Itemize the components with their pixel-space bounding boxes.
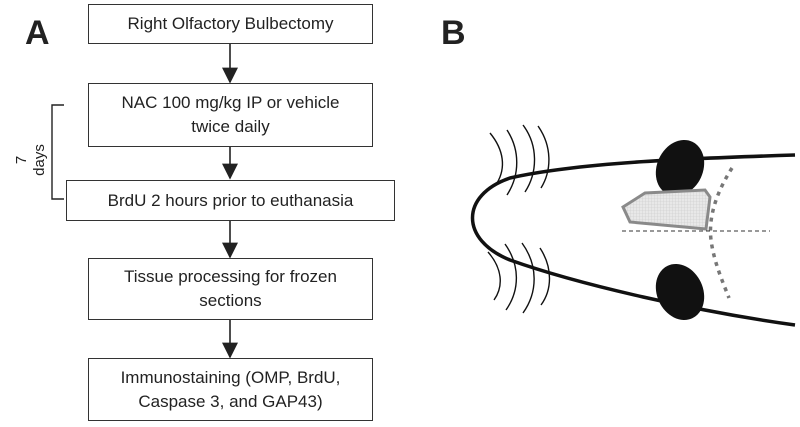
whisker-lower-1	[504, 243, 517, 311]
duration-bracket	[51, 104, 64, 200]
step-brdu: BrdU 2 hours prior to euthanasia	[66, 180, 395, 221]
head-outline	[470, 153, 796, 327]
whisker-upper-1	[506, 129, 518, 196]
whisker-upper-3	[522, 124, 536, 193]
panel-label-a: A	[25, 14, 50, 52]
step-nac-treatment: NAC 100 mg/kg IP or vehicle twice daily	[88, 83, 373, 147]
eye-lower	[655, 263, 705, 321]
duration-label: 7 days	[13, 144, 48, 176]
whisker-lower-3	[521, 242, 535, 314]
step-tissue-processing: Tissue processing for frozen sections	[88, 258, 373, 320]
whisker-upper-4	[537, 125, 550, 189]
eye-upper	[655, 139, 705, 197]
lesion-boundary	[708, 167, 734, 299]
whisker-lower-2	[487, 251, 501, 301]
whisker-upper-2	[489, 132, 504, 184]
olfactory-bulb-region	[621, 188, 712, 231]
panel-label-b: B	[441, 14, 466, 52]
step-bulbectomy: Right Olfactory Bulbectomy	[88, 4, 373, 44]
step-immunostaining: Immunostaining (OMP, BrdU, Caspase 3, an…	[88, 358, 373, 421]
whisker-lower-4	[539, 247, 551, 306]
